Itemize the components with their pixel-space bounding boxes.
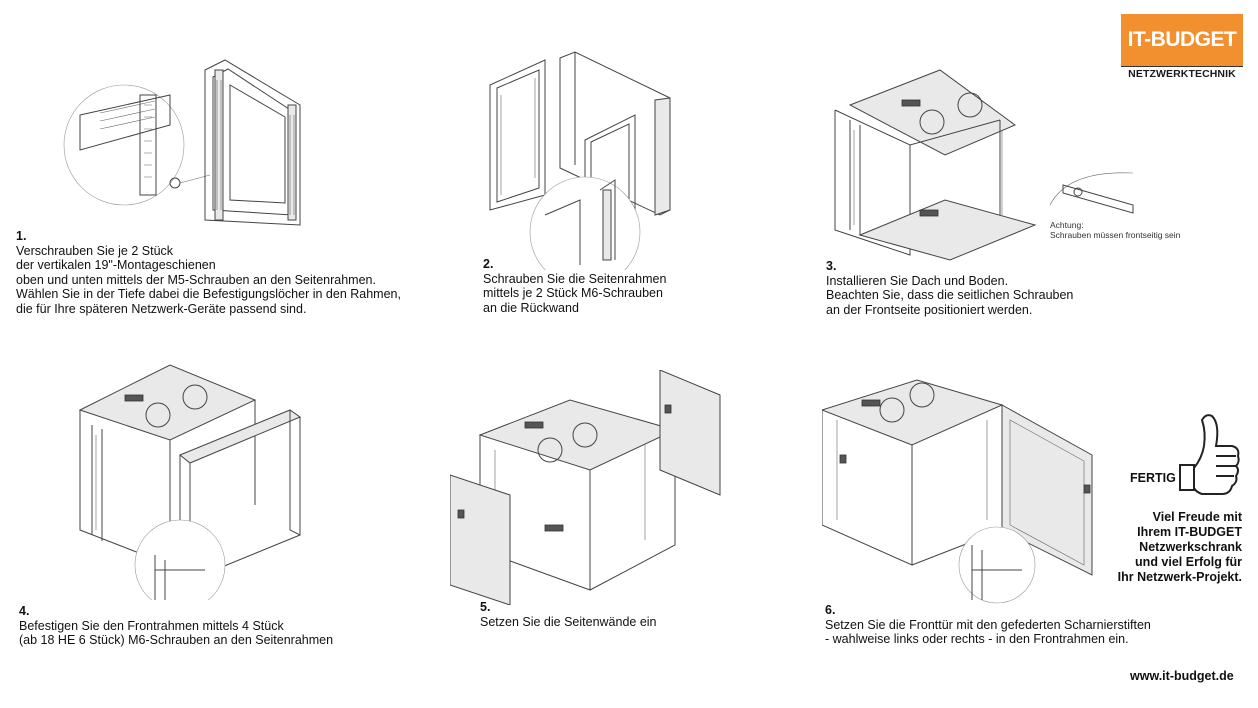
finish-line: Viel Freude mit — [1152, 510, 1242, 524]
step-line: der vertikalen 19"-Montageschienen — [16, 258, 216, 272]
step-line: Schrauben Sie die Seitenrahmen — [483, 271, 667, 286]
finish-line: und viel Erfolg für — [1135, 555, 1242, 569]
detail-rail — [79, 94, 171, 196]
finish-label: FERTIG — [1130, 471, 1176, 485]
brand-logo: IT-BUDGET — [1121, 14, 1243, 66]
step-5-text: 5. Setzen Sie die Seitenwände ein — [480, 600, 657, 629]
cabinet-body — [78, 364, 257, 566]
roof-panel — [848, 69, 1017, 156]
front-door — [1001, 404, 1093, 576]
step-1-text: 1. Verschrauben Sie je 2 Stück der verti… — [16, 229, 401, 316]
screw-note: Achtung: Schrauben müssen frontseitig se… — [1050, 220, 1180, 240]
step-line: - wahlweise links oder rechts - in den F… — [825, 632, 1129, 646]
step-line: (ab 18 HE 6 Stück) M6-Schrauben an den S… — [19, 633, 334, 647]
step-line: an die Rückwand — [483, 300, 579, 315]
step-6-text: 6. Setzen Sie die Fronttür mit den gefed… — [825, 603, 1151, 647]
screw-detail-illustration — [1049, 172, 1134, 214]
website-link[interactable]: www.it-budget.de — [1130, 669, 1234, 683]
step-line: Installieren Sie Dach und Boden. — [826, 273, 1009, 288]
step-number: 2. — [483, 257, 494, 271]
step-line: Verschrauben Sie je 2 Stück — [16, 243, 174, 258]
finish-message: Viel Freude mit Ihrem IT-BUDGET Netzwerk… — [1118, 510, 1242, 585]
side-frame-left — [489, 59, 546, 211]
step-line: an der Frontseite positioniert werden. — [826, 302, 1033, 317]
step-line: Setzen Sie die Fronttür mit den gefedert… — [825, 617, 1151, 632]
brand-subtitle: NETZWERKTECHNIK — [1128, 68, 1236, 80]
step-4-text: 4. Befestigen Sie den Frontrahmen mittel… — [19, 604, 333, 648]
step-number: 1. — [16, 229, 27, 243]
step-number: 4. — [19, 604, 30, 618]
step-number: 6. — [825, 603, 836, 617]
step-2-illustration — [489, 51, 671, 270]
step-line: Wählen Sie in der Tiefe dabei die Befest… — [16, 287, 401, 301]
side-frame — [204, 59, 301, 226]
step-3-illustration — [834, 69, 1037, 261]
finish-line: Ihr Netzwerk-Projekt. — [1117, 570, 1242, 584]
note-line: Schrauben müssen frontseitig sein — [1050, 230, 1181, 240]
step-3-text: 3. Installieren Sie Dach und Boden. Beac… — [826, 259, 1073, 317]
step-line: Befestigen Sie den Frontrahmen mittels 4… — [19, 618, 284, 633]
finish-line: Netzwerkschrank — [1139, 540, 1242, 554]
step-number: 3. — [826, 259, 837, 273]
rear-wall — [559, 51, 671, 216]
step-4-illustration — [78, 364, 302, 600]
side-wall-right — [659, 370, 721, 496]
finish-line: Ihrem IT-BUDGET — [1137, 525, 1242, 539]
thumbs-up-icon — [1179, 414, 1240, 495]
step-line: mittels je 2 Stück M6-Schrauben — [483, 286, 663, 300]
floor-panel — [858, 199, 1037, 261]
step-5-illustration — [450, 370, 721, 605]
step-line: Setzen Sie die Seitenwände ein — [480, 614, 657, 629]
step-line: die für Ihre späteren Netzwerk-Geräte pa… — [16, 301, 307, 316]
step-number: 5. — [480, 600, 491, 614]
step-2-text: 2. Schrauben Sie die Seitenrahmen mittel… — [483, 257, 666, 315]
logo-divider — [1121, 66, 1243, 67]
side-wall-left — [450, 474, 511, 605]
step-line: Beachten Sie, dass die seitlichen Schrau… — [826, 288, 1074, 302]
note-line: Achtung: — [1050, 220, 1084, 230]
step-1-illustration — [63, 59, 301, 226]
step-6-illustration — [822, 379, 1093, 604]
step-line: oben und unten mittels der M5-Schrauben … — [16, 272, 376, 287]
